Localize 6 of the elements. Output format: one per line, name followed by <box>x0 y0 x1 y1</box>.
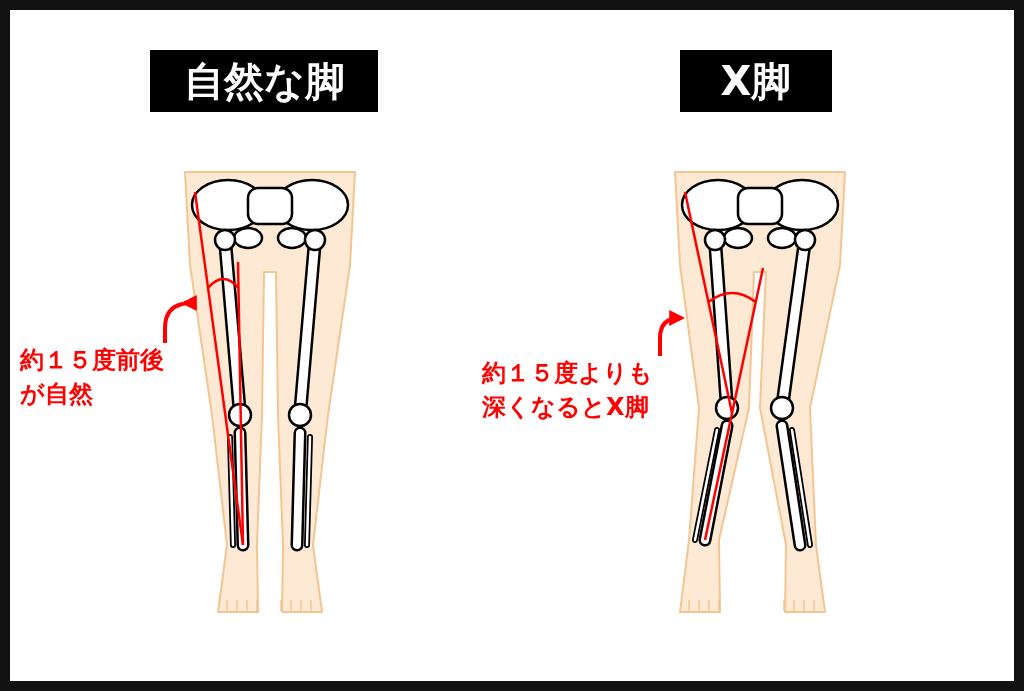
title-banner: 自然な脚 <box>150 50 378 112</box>
curved-arrow <box>163 295 197 343</box>
annotation-text: 約１５度よりも深くなるとX脚 <box>482 356 660 428</box>
title-banner: X脚 <box>680 50 832 112</box>
annotation-text: 約１５度前後が自然 <box>20 343 172 415</box>
curved-arrow <box>658 310 686 356</box>
